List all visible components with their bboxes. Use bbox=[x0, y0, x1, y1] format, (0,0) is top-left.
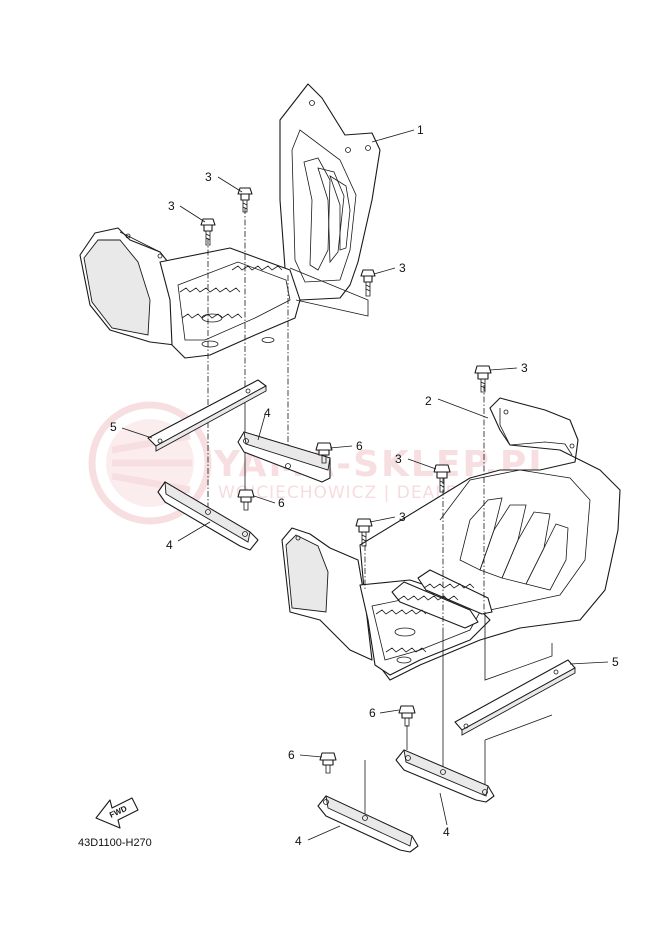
callout-3: 3 bbox=[168, 199, 175, 213]
bracket-4-lower-right bbox=[395, 749, 495, 803]
bolt-3-lower-b bbox=[433, 464, 451, 493]
leader-lines bbox=[121, 129, 609, 841]
axis-line bbox=[484, 612, 553, 681]
part-1-upper-guard bbox=[79, 83, 381, 359]
callout-5: 5 bbox=[612, 655, 619, 669]
bolt-3-upper-a bbox=[237, 187, 253, 213]
callout-labels: 1 2 3 3 3 3 3 3 4 4 4 4 5 5 6 6 6 6 bbox=[110, 123, 619, 848]
callout-3: 3 bbox=[521, 361, 528, 375]
callout-3: 3 bbox=[205, 170, 212, 184]
bolt-3-upper-b bbox=[200, 218, 216, 246]
callout-6: 6 bbox=[278, 496, 285, 510]
callout-3: 3 bbox=[399, 261, 406, 275]
part-2-lower-guard bbox=[281, 397, 621, 681]
callout-3: 3 bbox=[395, 452, 402, 466]
bolt-6-lower-a bbox=[398, 705, 416, 727]
callout-6: 6 bbox=[288, 748, 295, 762]
callout-2: 2 bbox=[425, 394, 432, 408]
callout-6: 6 bbox=[369, 706, 376, 720]
bolt-6-upper-b bbox=[237, 489, 255, 511]
bolt-6-upper-a bbox=[315, 442, 333, 464]
bracket-4-lower-left bbox=[317, 795, 419, 853]
bolt-3-lower-a bbox=[474, 365, 492, 393]
fwd-arrow-icon: FWD bbox=[95, 797, 139, 829]
bracket-4-upper-left bbox=[157, 481, 259, 551]
callout-4: 4 bbox=[264, 406, 271, 420]
callout-4: 4 bbox=[443, 825, 450, 839]
drawing-code: 43D1100-H270 bbox=[78, 837, 152, 849]
callout-1: 1 bbox=[417, 123, 424, 137]
callout-3: 3 bbox=[399, 510, 406, 524]
callout-4: 4 bbox=[166, 538, 173, 552]
plate-5-lower bbox=[454, 659, 576, 736]
axis-line bbox=[484, 714, 553, 741]
callout-5: 5 bbox=[110, 420, 117, 434]
axis-line bbox=[289, 267, 369, 317]
callout-6: 6 bbox=[356, 439, 363, 453]
callout-4: 4 bbox=[295, 834, 302, 848]
bolt-3-upper-c bbox=[360, 269, 376, 297]
bracket-4-upper-right bbox=[237, 431, 331, 483]
bolt-3-lower-c bbox=[355, 518, 373, 547]
plate-5-upper bbox=[147, 379, 267, 452]
bolt-6-lower-b bbox=[319, 752, 337, 774]
